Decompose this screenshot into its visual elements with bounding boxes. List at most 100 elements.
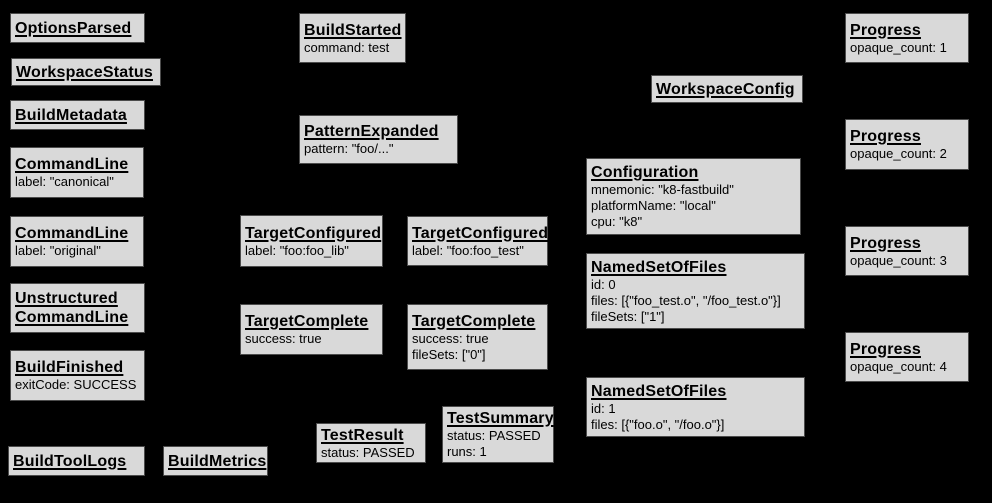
node-body: opaque_count: 3 [850,253,964,269]
node-title-line: TargetConfigured [412,224,549,242]
node-title: Progress [850,234,964,253]
node-title-line: WorkspaceConfig [656,80,795,98]
node-title-line: NamedSetOfFiles [591,258,727,276]
node-title-line: BuildFinished [15,359,124,376]
node-title: CommandLine [15,155,139,174]
node-body: success: true [245,331,378,347]
node-title-line: TargetComplete [245,313,369,330]
node-body: label: "foo:foo_test" [412,243,543,259]
node-title-line: TargetConfigured [245,224,382,242]
node-body-line: cpu: "k8" [591,214,643,229]
node-progress-2: Progress opaque_count: 2 [845,119,969,170]
node-body-line: success: true [245,331,322,346]
node-body-line: mnemonic: "k8-fastbuild" [591,182,734,197]
node-body-line: platformName: "local" [591,198,716,213]
node-title: NamedSetOfFiles [591,382,800,401]
node-title: WorkspaceConfig [656,80,798,99]
node-title: PatternExpanded [304,122,453,141]
node-build-tool-logs: BuildToolLogs [8,446,145,476]
node-body-line: opaque_count: 2 [850,146,947,161]
node-progress-3: Progress opaque_count: 3 [845,226,969,276]
node-build-finished: BuildFinished exitCode: SUCCESS [10,350,145,401]
node-title: TargetComplete [245,312,378,331]
node-title-line: Configuration [591,164,699,181]
node-title: WorkspaceStatus [16,63,156,82]
node-title-line: Progress [850,128,921,145]
node-title: BuildMetadata [15,106,140,125]
node-target-configured-foo-lib: TargetConfigured label: "foo:foo_lib" [240,215,383,267]
node-title-line: OptionsParsed [15,19,132,37]
node-title: Configuration [591,163,796,182]
node-title: BuildStarted [304,21,401,40]
node-target-complete-foo-lib: TargetComplete success: true [240,304,383,355]
node-workspace-config: WorkspaceConfig [651,75,803,103]
node-body: opaque_count: 4 [850,359,964,375]
node-body-line: files: [{"foo.o", "/foo.o"}] [591,416,725,432]
node-title-line: CommandLine [15,225,129,242]
node-title-line: TargetComplete [412,312,536,330]
node-title-line: NamedSetOfFiles [591,382,727,400]
node-body-line: label: "foo:foo_test" [412,242,524,258]
node-body-line: fileSets: ["0"] [412,346,486,362]
node-build-metadata: BuildMetadata [10,100,145,130]
node-body-line: exitCode: SUCCESS [15,377,137,392]
node-command-line-original: CommandLine label: "original" [10,216,144,267]
node-body-line: opaque_count: 3 [850,252,947,268]
node-body-line: status: PASSED [321,444,415,460]
node-body: status: PASSED [321,445,421,461]
node-title: OptionsParsed [15,19,140,38]
node-body-line: fileSets: ["1"] [591,308,665,324]
node-body-line: opaque_count: 1 [850,39,947,55]
node-title-line: CommandLine [15,156,129,173]
node-title-line: PatternExpanded [304,123,439,140]
node-body-line: pattern: "foo/..." [304,141,394,156]
node-build-started: BuildStarted command: test [299,13,406,63]
node-title-line: BuildMetrics [168,452,267,470]
node-body-line: label: "canonical" [15,174,114,189]
node-title: TestResult [321,426,421,445]
node-title: TestSummary [447,409,554,428]
node-body-line: id: 0 [591,276,616,292]
node-body-line: label: "foo:foo_lib" [245,242,349,258]
node-progress-4: Progress opaque_count: 4 [845,332,969,382]
node-body-line: runs: 1 [447,444,487,459]
node-body-line: opaque_count: 4 [850,358,947,374]
node-title-line: TestSummary [447,410,554,427]
node-title-line: WorkspaceStatus [16,63,153,81]
node-body-line: label: "original" [15,243,101,258]
node-body: label: "canonical" [15,174,139,190]
node-target-configured-foo-test: TargetConfigured label: "foo:foo_test" [407,216,548,266]
node-body: pattern: "foo/..." [304,141,453,157]
node-body: label: "foo:foo_lib" [245,243,378,259]
node-body-line: status: PASSED [447,428,541,443]
node-title-line: TestResult [321,426,404,444]
node-body-line: files: [{"foo_test.o", "/foo_test.o"}] [591,292,781,308]
node-options-parsed: OptionsParsed [10,13,145,43]
node-title-line: BuildToolLogs [13,452,127,470]
node-body: opaque_count: 1 [850,40,964,56]
node-title: Progress [850,340,964,359]
node-title-line: Progress [850,340,921,358]
node-body: opaque_count: 2 [850,146,964,162]
node-body: command: test [304,40,401,56]
node-title-line: BuildMetadata [15,106,127,124]
node-title: BuildToolLogs [13,452,140,471]
node-title-line: Progress [850,234,921,252]
node-body: label: "original" [15,243,139,259]
node-title-line: Unstructured [15,290,118,307]
node-body: exitCode: SUCCESS [15,377,140,393]
node-title: TargetConfigured [412,224,549,243]
node-workspace-status: WorkspaceStatus [11,58,161,86]
node-title: TargetConfigured [245,224,382,243]
node-title: TargetComplete [412,312,543,331]
